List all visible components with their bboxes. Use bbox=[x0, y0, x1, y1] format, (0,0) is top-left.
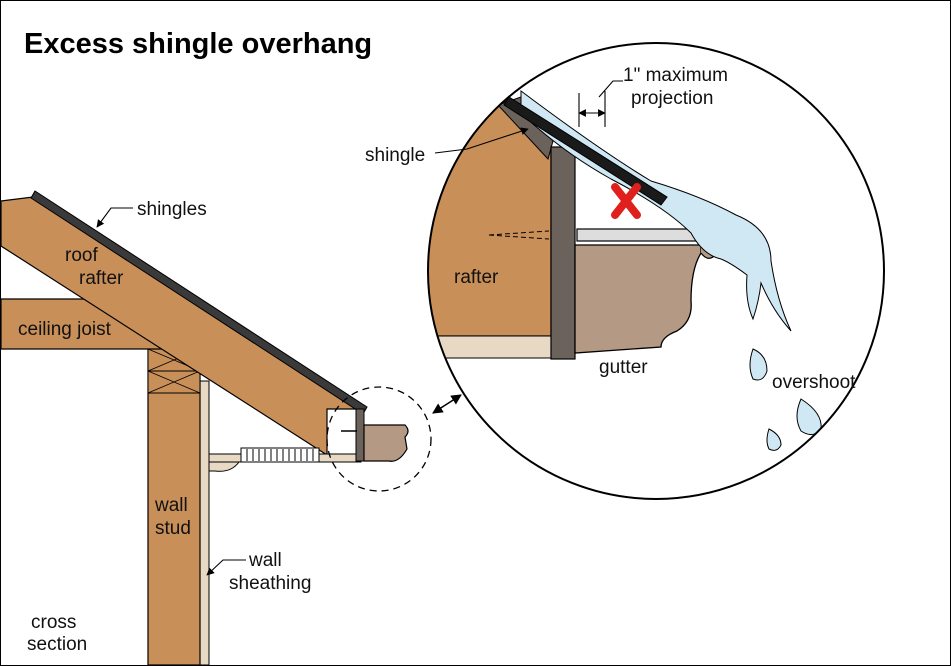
leaders-main bbox=[96, 207, 246, 576]
label-cross: cross bbox=[31, 612, 76, 633]
label-projection-line2: projection bbox=[631, 88, 713, 109]
main-labels: Excess shingle overhang shingles roof ra… bbox=[18, 28, 372, 655]
label-shingle: shingle bbox=[365, 145, 425, 166]
top-plate-2-x bbox=[147, 370, 201, 394]
soffit-vent-slots bbox=[246, 449, 314, 461]
label-wall-sheathing-line1: wall bbox=[248, 550, 282, 571]
label-detail-rafter: rafter bbox=[454, 267, 499, 288]
detail-nail bbox=[488, 230, 550, 240]
detail-callout-circle bbox=[326, 386, 432, 492]
water-drop bbox=[796, 398, 822, 435]
label-wall-sheathing-line2: sheathing bbox=[229, 573, 311, 594]
detail-circle-border bbox=[427, 42, 885, 500]
label-roof: roof bbox=[65, 245, 98, 266]
water-drop bbox=[766, 428, 782, 451]
label-overshoot: overshoot bbox=[772, 372, 856, 393]
fascia bbox=[355, 408, 365, 462]
label-projection-line1: 1" maximum bbox=[623, 65, 728, 86]
detail-shingle bbox=[503, 96, 668, 206]
label-wall-stud-line1: wall bbox=[154, 495, 188, 516]
detail-labels: 1" maximum projection shingle rafter gut… bbox=[365, 65, 856, 393]
detail-rafter bbox=[428, 96, 552, 337]
shingle-leader bbox=[434, 127, 529, 154]
label-rafter: rafter bbox=[79, 268, 124, 289]
label-section: section bbox=[27, 634, 87, 655]
label-wall-stud-line2: stud bbox=[155, 518, 191, 539]
soffit-bracket bbox=[208, 461, 240, 472]
x-mark-icon bbox=[611, 183, 641, 219]
label-ceiling-joist: ceiling joist bbox=[18, 319, 112, 340]
label-gutter: gutter bbox=[599, 357, 648, 378]
label-shingles: shingles bbox=[137, 199, 207, 220]
detail-soffit bbox=[428, 335, 552, 359]
arrow-icon bbox=[432, 394, 462, 414]
detail-view bbox=[427, 42, 885, 500]
diagram-title: Excess shingle overhang bbox=[24, 28, 372, 60]
cross-section-drawing bbox=[1, 190, 462, 665]
detail-fascia bbox=[550, 146, 576, 360]
detail-gutter bbox=[574, 244, 702, 354]
water-drop bbox=[749, 348, 768, 381]
detail-gutter-hanger bbox=[576, 228, 708, 242]
projection-dimension bbox=[578, 80, 623, 127]
gutter-small bbox=[363, 424, 409, 462]
soffit-vent bbox=[240, 447, 320, 463]
